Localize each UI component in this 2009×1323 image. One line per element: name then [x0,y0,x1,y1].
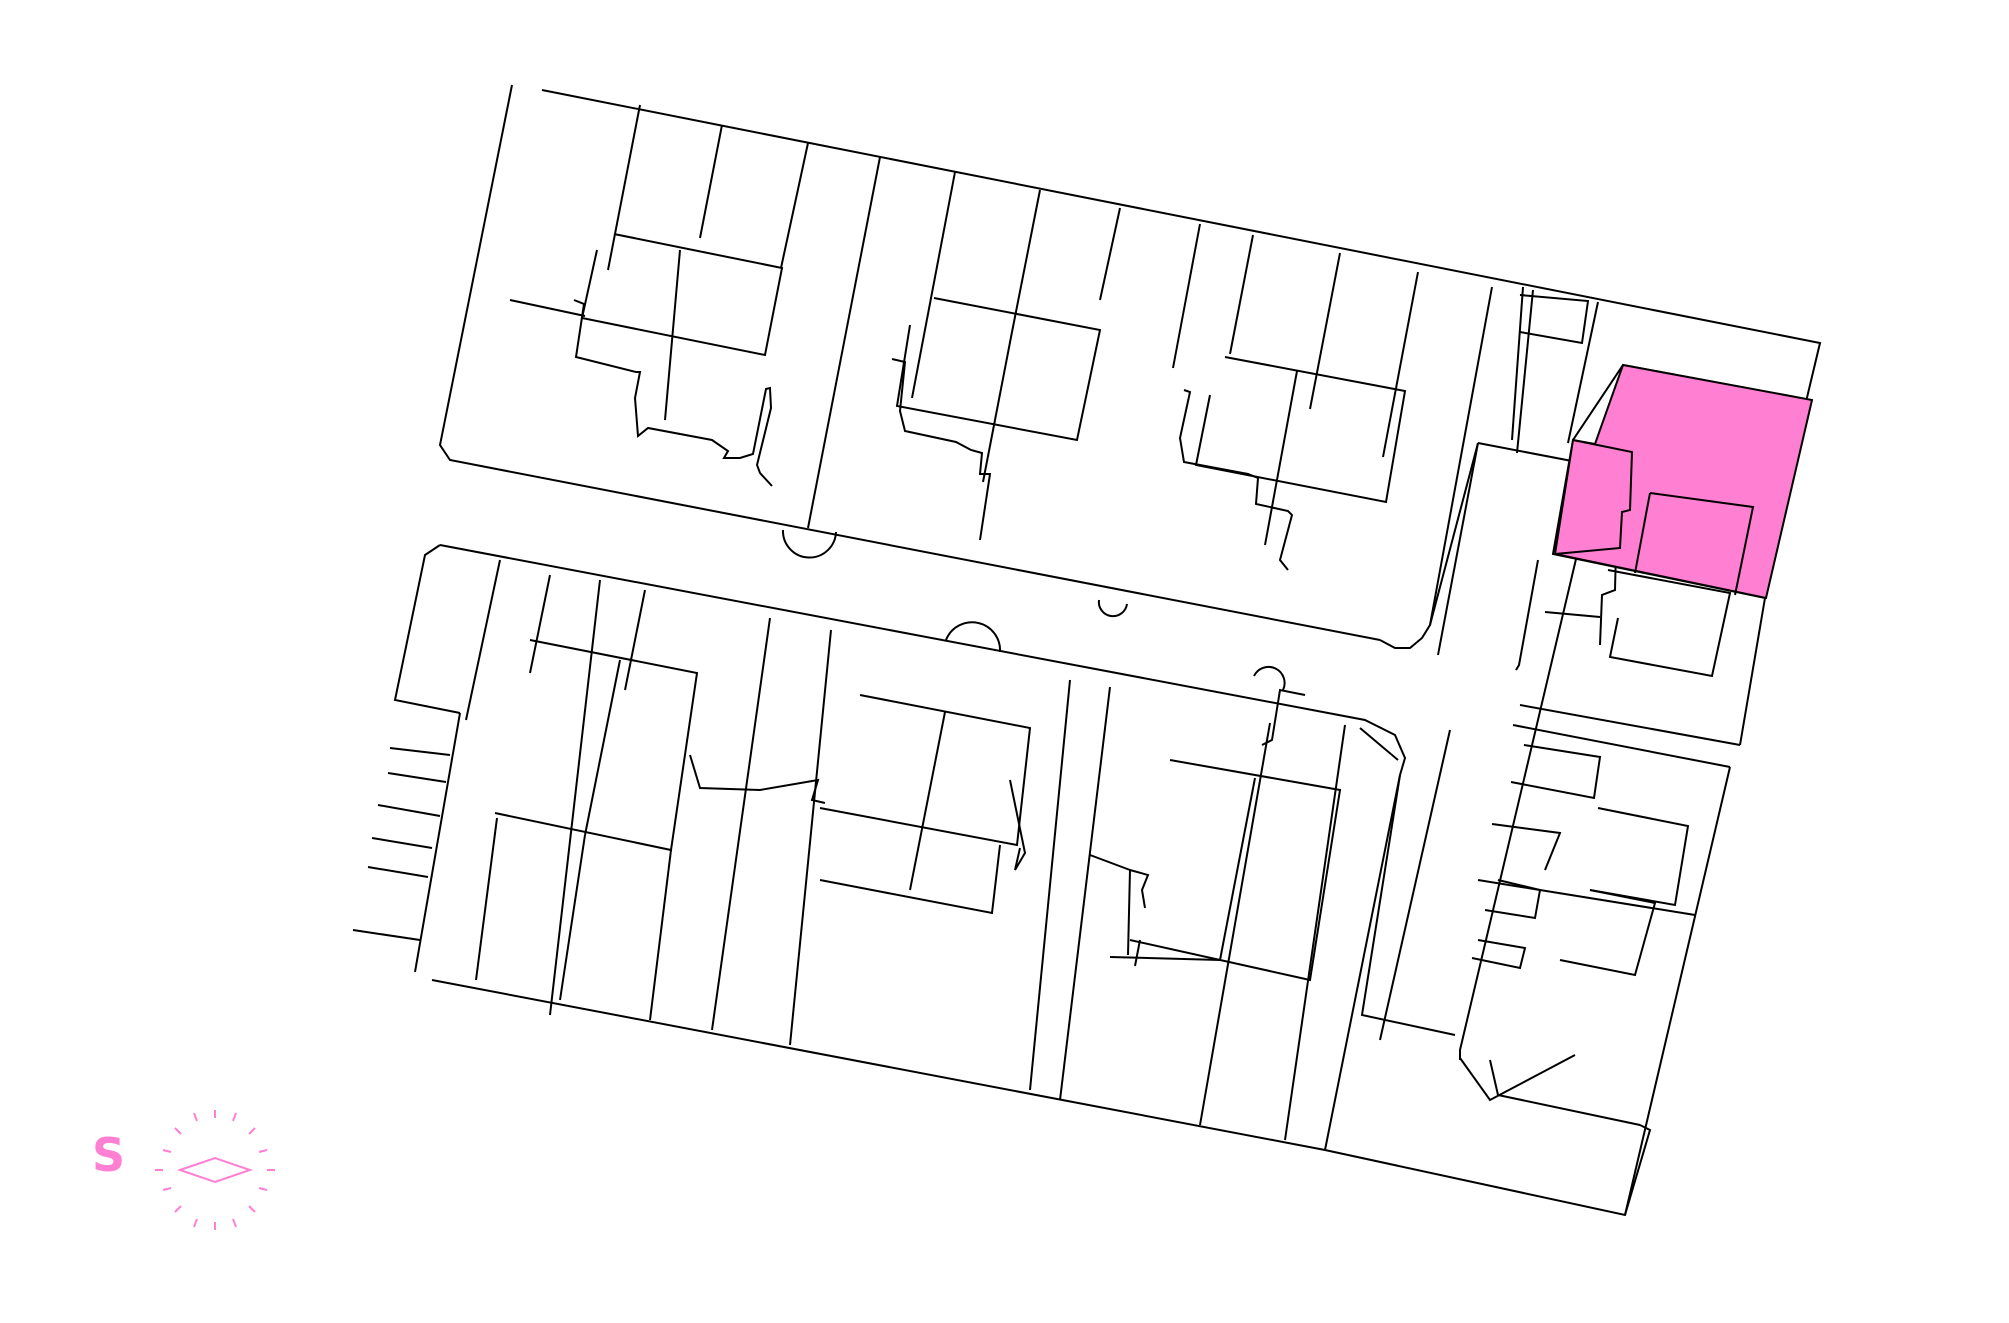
plot-lines [352,84,1822,1217]
compass-label: S [92,1128,126,1182]
compass-rose-icon [155,1110,275,1230]
highlighted-plot [1553,363,1814,600]
